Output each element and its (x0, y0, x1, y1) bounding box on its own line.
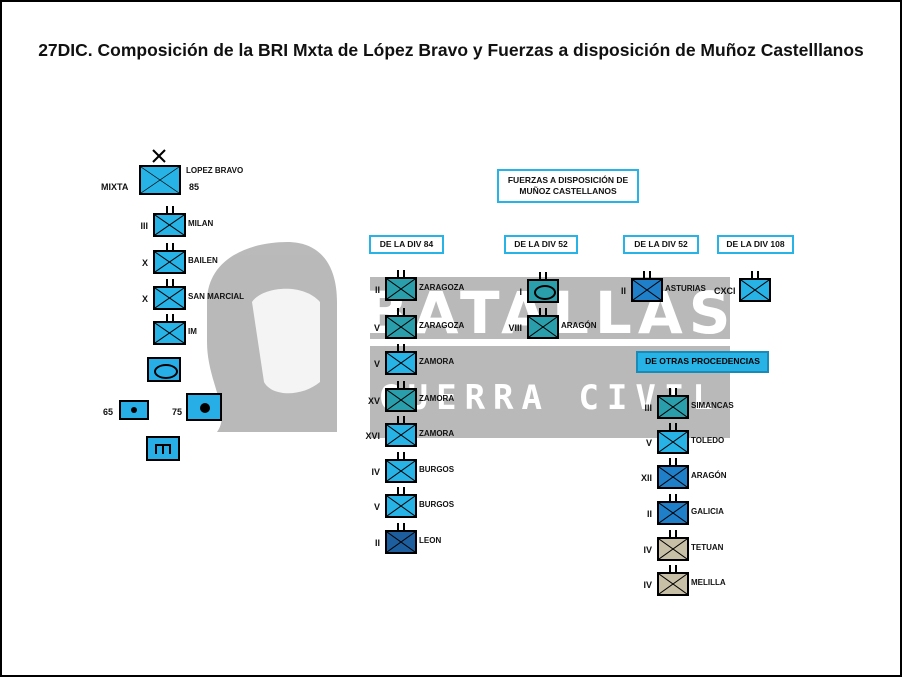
otras-unit-2-echelon: XII (640, 473, 652, 483)
otras-unit-0-label: SIMANCAS (691, 401, 734, 410)
div84-unit-6-label: BURGOS (419, 500, 455, 509)
brigade-name: LOPEZ BRAVO (186, 166, 244, 175)
otras-unit-1-label: TOLEDO (691, 436, 725, 445)
div84-unit-5-echelon: IV (371, 467, 380, 477)
div52a-unit-1-label: ARAGÓN (561, 321, 597, 330)
group-div108-header: DE LA DIV 108 (717, 235, 794, 254)
brigade-unit-0-label: MILAN (188, 219, 214, 228)
group-div52a-header: DE LA DIV 52 (504, 235, 578, 254)
otras-unit-1-symbol (657, 423, 689, 454)
div84-unit-5-symbol (385, 452, 417, 483)
brigade-unit-0-echelon: III (140, 221, 148, 231)
engineers-symbol (146, 436, 180, 461)
group-otras-header: DE OTRAS PROCEDENCIAS (636, 351, 769, 373)
div84-unit-4-symbol (385, 416, 417, 447)
otras-unit-4-echelon: IV (643, 545, 652, 555)
div52b-unit-0-echelon: II (620, 286, 626, 296)
div84-unit-0-symbol (385, 270, 417, 301)
div52a-unit-1-symbol (527, 308, 559, 339)
otras-unit-4-symbol (657, 530, 689, 561)
otras-unit-1-echelon: V (645, 438, 652, 448)
div84-unit-2-symbol (385, 344, 417, 375)
otras-unit-5-label: MELILLA (691, 578, 726, 587)
diagram-title: 27DIC. Composición de la BRI Mxta de Lóp… (38, 40, 864, 60)
brigade-unit-1-echelon: X (141, 258, 148, 268)
otras-unit-0-echelon: III (644, 403, 652, 413)
div84-unit-7-symbol (385, 523, 417, 554)
div84-unit-2-label: ZAMORA (419, 357, 455, 366)
div84-unit-4-label: ZAMORA (419, 429, 455, 438)
div108-unit-0-echelon: CXCI (714, 286, 736, 296)
artillery-65-symbol (119, 400, 149, 420)
div84-unit-2-echelon: V (373, 359, 380, 369)
brigade-type: MIXTA (101, 182, 129, 192)
div52a-unit-0-echelon: I (519, 287, 522, 297)
div52a-unit-1-echelon: VIII (508, 323, 522, 333)
brigade-unit-1-label: BAILEN (188, 256, 218, 265)
div84-unit-0-echelon: II (374, 285, 380, 295)
brigade-number: 85 (189, 182, 200, 192)
brigade-echelon-x-icon (152, 149, 166, 163)
otras-unit-5-echelon: IV (643, 580, 652, 590)
div84-unit-6-symbol (385, 487, 417, 518)
brigade-unit-3-symbol (153, 314, 186, 345)
otras-unit-2-symbol (657, 458, 689, 489)
brigade-unit-1-symbol (153, 243, 186, 274)
artillery-65-label: 65 (103, 407, 114, 417)
otras-unit-5-symbol (657, 565, 689, 596)
div84-unit-6-echelon: V (373, 502, 380, 512)
brigade-unit-2-label: SAN MARCIAL (188, 292, 244, 301)
artillery-75-label: 75 (172, 407, 183, 417)
div84-unit-3-label: ZAMORA (419, 394, 455, 403)
forces-title-box: FUERZAS A DISPOSICIÓN DE MUÑOZ CASTELLAN… (497, 169, 639, 203)
div52b-unit-0-symbol (631, 271, 663, 302)
otras-unit-3-symbol (657, 494, 689, 525)
div84-unit-5-label: BURGOS (419, 465, 455, 474)
div84-unit-1-echelon: V (373, 323, 380, 333)
div84-unit-7-echelon: II (374, 538, 380, 548)
group-div52b-header: DE LA DIV 52 (623, 235, 699, 254)
div52b-unit-0-label: ASTURIAS (665, 284, 706, 293)
div84-unit-1-symbol (385, 308, 417, 339)
brigade-unit-2-symbol (153, 279, 186, 310)
artillery-75-symbol (186, 393, 222, 421)
div84-unit-3-echelon: XV (367, 396, 380, 406)
brigade-oval-unit-symbol (147, 357, 181, 382)
div84-unit-0-label: ZARAGOZA (419, 283, 465, 292)
div84-unit-3-symbol (385, 381, 417, 412)
otras-unit-3-echelon: II (646, 509, 652, 519)
brigade-unit-0-symbol (153, 206, 186, 237)
brigade-hq-symbol (139, 165, 181, 195)
div108-unit-0-symbol (739, 271, 771, 302)
div84-unit-1-label: ZARAGOZA (419, 321, 465, 330)
brigade-unit-2-echelon: X (141, 294, 148, 304)
otras-unit-3-label: GALICIA (691, 507, 724, 516)
otras-unit-2-label: ARAGÓN (691, 471, 727, 480)
div52a-unit-0-symbol (527, 272, 559, 303)
brigade-unit-3-label: IM (188, 327, 197, 336)
group-div84-header: DE LA DIV 84 (369, 235, 444, 254)
otras-unit-4-label: TETUAN (691, 543, 724, 552)
otras-unit-0-symbol (657, 388, 689, 419)
div84-unit-4-echelon: XVI (365, 431, 380, 441)
div84-unit-7-label: LEON (419, 536, 442, 545)
